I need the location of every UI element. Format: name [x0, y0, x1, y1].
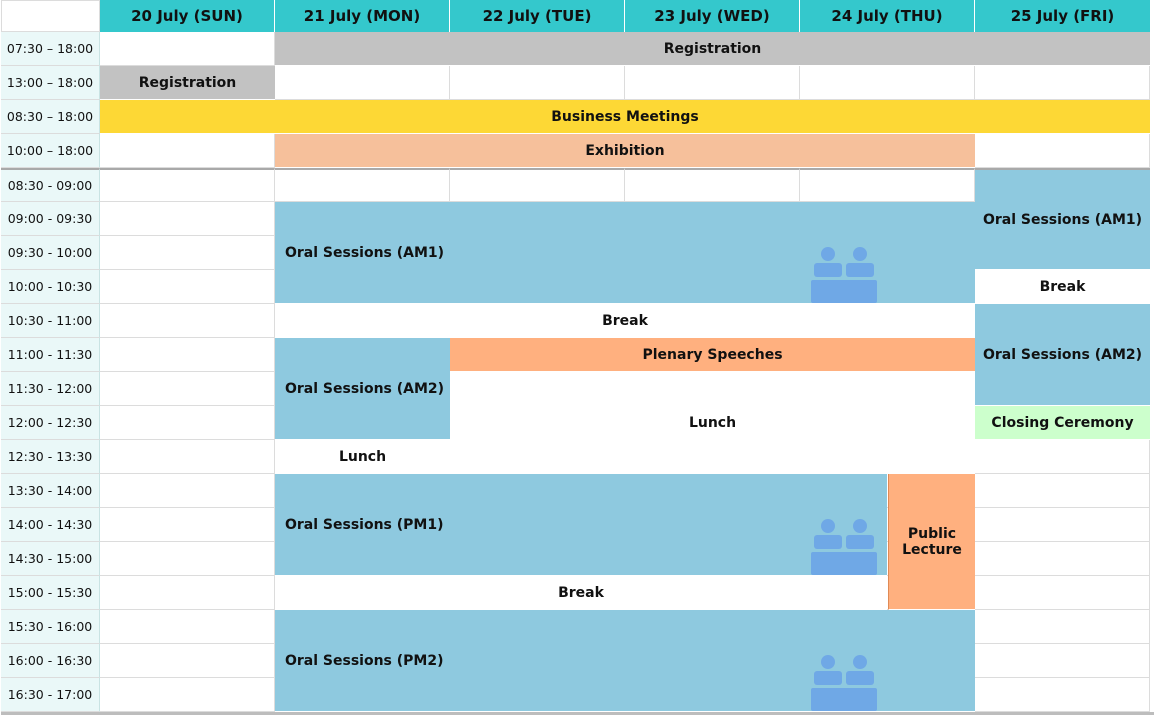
empty-slot: [100, 576, 275, 610]
empty-slot: [975, 66, 1150, 100]
time-label: 16:30 - 17:00: [1, 678, 100, 712]
event-plenary: Plenary Speeches: [450, 338, 975, 372]
event-oral-pm2: Oral Sessions (PM2): [275, 610, 975, 712]
time-label: 08:30 - 09:00: [1, 168, 100, 202]
empty-slot: [975, 678, 1150, 712]
empty-slot: [100, 168, 275, 202]
time-label: 08:30 – 18:00: [1, 100, 100, 134]
empty-slot: [100, 440, 275, 474]
event-oral-am1: Oral Sessions (AM1): [275, 202, 975, 304]
audience-icon: [811, 519, 877, 575]
empty-slot: [100, 678, 275, 712]
time-label: 10:30 - 11:00: [1, 304, 100, 338]
empty-slot: [800, 66, 975, 100]
event-label: Oral Sessions (PM1): [285, 516, 444, 533]
time-label: 10:00 - 10:30: [1, 270, 100, 304]
time-label: 12:00 - 12:30: [1, 406, 100, 440]
empty-slot: [450, 66, 625, 100]
time-label: 09:30 - 10:00: [1, 236, 100, 270]
empty-slot: [100, 32, 275, 66]
event-oral-am2-fri: Oral Sessions (AM2): [975, 304, 1150, 406]
event-business-meetings: Business Meetings: [100, 100, 1150, 134]
event-closing-ceremony: Closing Ceremony: [975, 406, 1150, 440]
audience-icon: [811, 247, 877, 303]
empty-slot: [625, 66, 800, 100]
time-label: 13:30 - 14:00: [1, 474, 100, 508]
time-label: 11:00 - 11:30: [1, 338, 100, 372]
day-header-wed: 23 July (WED): [625, 0, 800, 32]
empty-slot: [975, 576, 1150, 610]
empty-slot: [450, 168, 625, 202]
empty-slot: [100, 372, 275, 406]
empty-slot: [975, 134, 1150, 168]
empty-slot: [800, 168, 975, 202]
empty-slot: [975, 508, 1150, 542]
lecture-line-2: Lecture: [902, 541, 962, 558]
event-label: Oral Sessions (AM1): [285, 244, 445, 261]
empty-slot: [275, 66, 450, 100]
time-label: 10:00 – 18:00: [1, 134, 100, 168]
empty-slot: [100, 542, 275, 576]
event-break-fri: Break: [975, 270, 1150, 304]
empty-slot: [100, 304, 275, 338]
time-label: 13:00 – 18:00: [1, 66, 100, 100]
empty-slot: [975, 542, 1150, 576]
empty-slot: [100, 270, 275, 304]
empty-slot: [100, 236, 275, 270]
time-label: 11:30 - 12:00: [1, 372, 100, 406]
event-oral-am1-fri: Oral Sessions (AM1): [975, 168, 1150, 270]
event-oral-am2-mon: Oral Sessions (AM2): [275, 338, 450, 440]
time-label: 14:30 - 15:00: [1, 542, 100, 576]
time-label: 15:00 - 15:30: [1, 576, 100, 610]
empty-slot: [975, 644, 1150, 678]
empty-slot: [975, 474, 1150, 508]
lecture-line-1: Public: [907, 525, 957, 542]
empty-slot: [100, 134, 275, 168]
time-label: 12:30 - 13:30: [1, 440, 100, 474]
day-header-tue: 22 July (TUE): [450, 0, 625, 32]
event-exhibition: Exhibition: [275, 134, 975, 168]
time-label: 16:00 - 16:30: [1, 644, 100, 678]
day-header-fri: 25 July (FRI): [975, 0, 1150, 32]
time-label: 09:00 - 09:30: [1, 202, 100, 236]
empty-slot: [100, 406, 275, 440]
event-registration-sun: Registration: [100, 66, 275, 100]
event-lunch-mon: Lunch: [275, 440, 450, 474]
day-header-mon: 21 July (MON): [275, 0, 450, 32]
empty-slot: [975, 610, 1150, 644]
day-header-thu: 24 July (THU): [800, 0, 975, 32]
time-label: 07:30 – 18:00: [1, 32, 100, 66]
event-registration: Registration: [275, 32, 1150, 66]
empty-slot: [100, 474, 275, 508]
event-label: Oral Sessions (PM2): [285, 652, 444, 669]
empty-slot: [275, 168, 450, 202]
empty-slot: [100, 508, 275, 542]
event-lunch: Lunch: [450, 372, 975, 474]
audience-icon: [811, 655, 877, 711]
corner-cell: [1, 0, 100, 32]
empty-slot: [100, 610, 275, 644]
event-break-morning: Break: [275, 304, 975, 338]
empty-slot: [100, 338, 275, 372]
empty-slot: [100, 202, 275, 236]
empty-slot: [975, 440, 1150, 474]
time-label: 15:30 - 16:00: [1, 610, 100, 644]
event-break-afternoon: Break: [275, 576, 887, 610]
time-label: 14:00 - 14:30: [1, 508, 100, 542]
empty-slot: [625, 168, 800, 202]
day-header-sun: 20 July (SUN): [100, 0, 275, 32]
empty-slot: [100, 644, 275, 678]
event-public-lecture: Public Lecture: [888, 474, 975, 610]
event-oral-pm1: Oral Sessions (PM1): [275, 474, 887, 576]
